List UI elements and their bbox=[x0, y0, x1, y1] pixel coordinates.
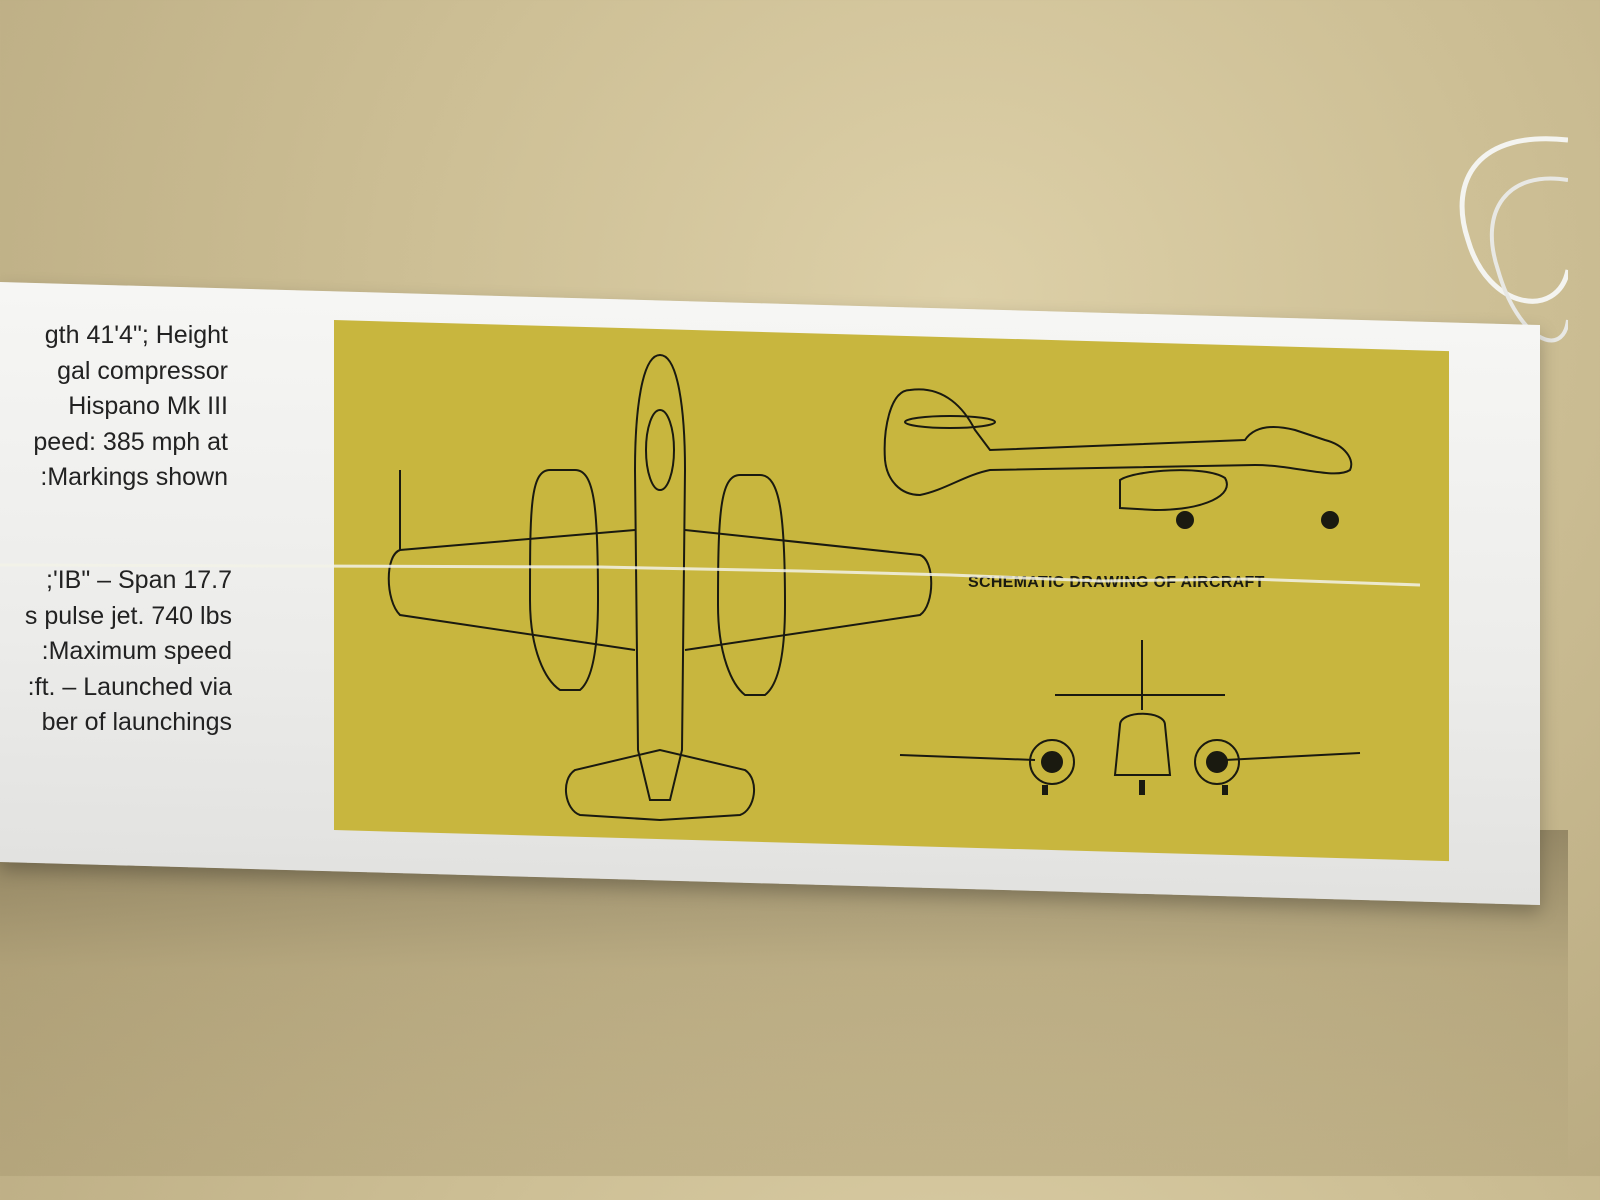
specs-text-block-2: IB" – Span 17.7'; s pulse jet. 740 lbs M… bbox=[0, 563, 232, 741]
spec-line: gth 41'4"; Height bbox=[44, 321, 228, 349]
spec-line: gal compressor bbox=[57, 356, 228, 385]
aircraft-side-view-icon bbox=[883, 388, 1353, 529]
aircraft-front-view-icon bbox=[899, 640, 1361, 795]
white-cable bbox=[1459, 136, 1568, 343]
spec-line: Hispano Mk III bbox=[68, 392, 228, 420]
spec-line: Maximum speed: bbox=[41, 637, 232, 665]
specs-text-block-1: gth 41'4"; Height gal compressor Hispano… bbox=[0, 318, 228, 496]
spec-line: s pulse jet. 740 lbs bbox=[24, 601, 232, 630]
spec-line: Markings shown: bbox=[40, 463, 228, 491]
spec-line: ber of launchings bbox=[41, 708, 232, 736]
aircraft-top-view-icon bbox=[387, 353, 933, 822]
spec-line: ft. – Launched via: bbox=[27, 672, 232, 701]
spec-line: peed: 385 mph at bbox=[33, 427, 228, 456]
spec-line: IB" – Span 17.7'; bbox=[46, 566, 232, 594]
tape-crease bbox=[0, 563, 1420, 587]
